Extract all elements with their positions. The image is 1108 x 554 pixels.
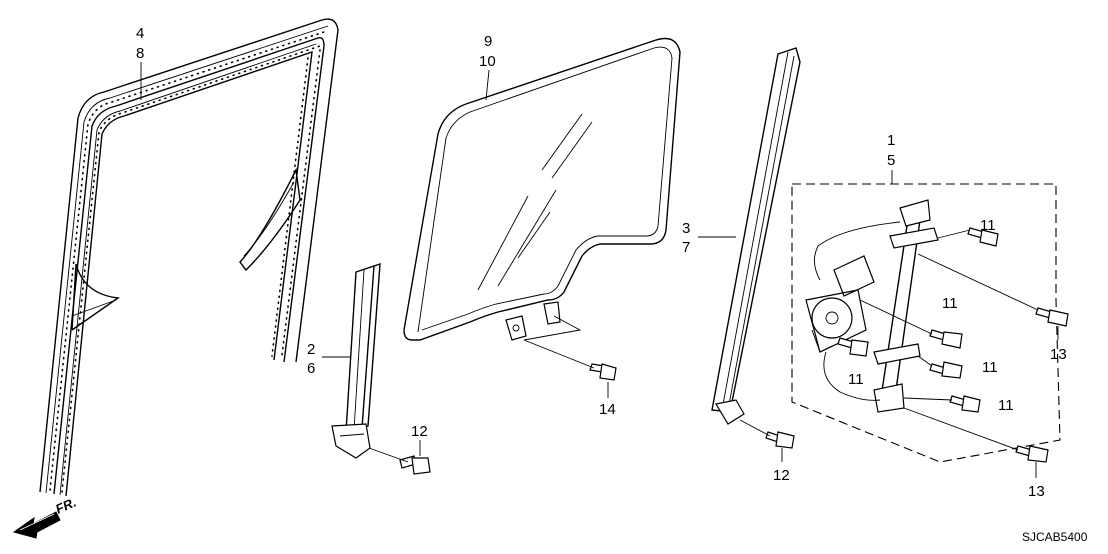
bolt-11-b bbox=[929, 329, 963, 349]
callout-2: 2 bbox=[307, 341, 315, 358]
callout-10: 10 bbox=[479, 53, 496, 70]
callout-12-left: 12 bbox=[411, 423, 428, 440]
bolt-13-b bbox=[1015, 445, 1049, 463]
bolt-12-right bbox=[765, 431, 795, 449]
callout-labels: 4 8 9 10 2 6 12 14 3 7 12 1 5 11 13 11 1… bbox=[136, 25, 1067, 500]
bolt-11-d bbox=[929, 361, 963, 379]
callout-4: 4 bbox=[136, 25, 144, 42]
callout-13-b: 13 bbox=[1028, 483, 1045, 500]
run-channel-frame bbox=[39, 18, 339, 497]
callout-1: 1 bbox=[887, 132, 895, 149]
callout-11-c: 11 bbox=[848, 371, 864, 388]
callout-6: 6 bbox=[307, 360, 315, 377]
callout-5: 5 bbox=[887, 152, 895, 169]
callout-13-a: 13 bbox=[1050, 346, 1067, 363]
callout-3: 3 bbox=[682, 220, 690, 237]
callout-11-d: 11 bbox=[982, 359, 998, 376]
bolt-11-a bbox=[967, 227, 999, 247]
callout-11-a: 11 bbox=[980, 217, 996, 234]
door-glass bbox=[403, 37, 681, 341]
callout-8: 8 bbox=[136, 45, 144, 62]
front-channel bbox=[711, 47, 801, 425]
regulator-assembly bbox=[791, 183, 1061, 463]
callout-12-right: 12 bbox=[773, 467, 790, 484]
direction-label: FR. bbox=[53, 495, 78, 517]
bolt-13-a bbox=[1035, 307, 1069, 327]
diagram-code: SJCAB5400 bbox=[1022, 530, 1088, 544]
callout-9: 9 bbox=[484, 33, 492, 50]
callout-11-e: 11 bbox=[998, 397, 1014, 414]
rear-channel bbox=[331, 263, 381, 459]
bolt-14 bbox=[589, 363, 617, 381]
callout-14: 14 bbox=[599, 401, 616, 418]
front-direction-arrow: FR. bbox=[12, 495, 78, 539]
callout-11-b: 11 bbox=[942, 295, 958, 312]
bolt-11-e bbox=[949, 395, 981, 413]
bolt-11-c bbox=[837, 337, 869, 357]
callout-7: 7 bbox=[682, 239, 690, 256]
leader-lines bbox=[140, 62, 1059, 478]
bolt-12-left bbox=[399, 455, 431, 475]
